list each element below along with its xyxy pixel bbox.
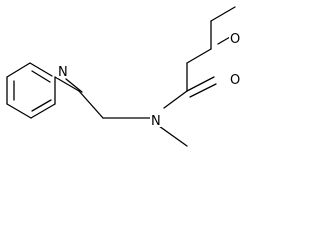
bond-ring-c3-c2: [30, 103, 56, 119]
bond-ring-n1-c6-inner: [31, 70, 51, 83]
bond-ring-c4-c3: [6, 103, 32, 119]
bond-ring-c2-n1: [65, 78, 83, 93]
bonds: [6, 6, 236, 147]
bond-ring-c3-c2-inner: [31, 99, 52, 112]
n-pyridine-background: [57, 62, 70, 78]
o-amide-background: [229, 70, 244, 86]
bond-ch2-ketone: [186, 48, 212, 64]
atom-labels: N N O O: [57, 29, 244, 129]
bond-amide-c-o: [186, 76, 215, 92]
o-ketone-label: O: [230, 32, 240, 47]
n-amide-label: N: [151, 114, 161, 129]
structure-svg: N N O O: [6, 6, 244, 147]
bond-ring-to-ch2: [54, 76, 80, 92]
bond-ch2-ch2: [78, 90, 104, 119]
bond-ketone-c-o-double: [217, 36, 231, 45]
bond-ring-n1-c6: [29, 62, 53, 77]
structure-diagram: N N O O: [6, 6, 244, 147]
o-amide-label: O: [230, 73, 240, 88]
o-ketone-background: [229, 29, 244, 45]
bond-amide-c-o-double: [189, 83, 217, 98]
n-amide-background: [150, 111, 163, 127]
bond-n-methyl: [158, 125, 188, 147]
bond-ring-c6-c5: [6, 62, 31, 78]
bond-ketone-methyl: [210, 6, 236, 22]
n-pyridine-label: N: [58, 65, 68, 80]
bond-n-carbonyl: [163, 90, 188, 109]
